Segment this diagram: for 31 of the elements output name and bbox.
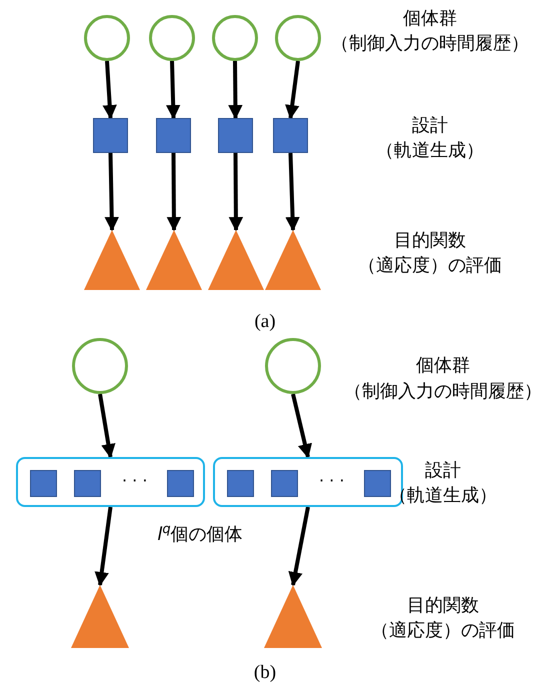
annotation-text: （制御入力の時間履歴） [344,381,542,403]
arrow [166,152,182,232]
arrow [288,506,310,586]
annotation-text: 設計 [425,460,461,482]
annotation-text: （軌道生成） [376,140,484,162]
arrow [291,394,312,458]
arrow [228,60,243,120]
arrow [166,60,180,120]
arrow [285,152,300,232]
annotation-text: l$^{q}$個の個体 [157,522,243,546]
annotation-text: （軌道生成） [389,485,497,507]
arrow [98,394,116,458]
annotation-text: 目的関数 [407,595,479,617]
annotation-text: （制御入力の時間履歴） [331,33,529,55]
annotation-text: 目的関数 [394,230,466,252]
annotation-text: （適応度）の評価 [371,620,515,642]
ellipsis-text: · · · [319,473,344,489]
arrow [102,60,117,120]
ellipsis-text: · · · [122,473,148,489]
arrow [94,506,112,586]
annotation-text: （適応度）の評価 [358,255,502,277]
panel-caption: (b) [254,662,276,685]
panel-caption: (a) [254,311,276,334]
arrow [228,152,244,232]
annotation-text: 設計 [412,115,448,137]
annotation-text: 個体群 [403,8,457,30]
annotation-text: 個体群 [416,355,470,377]
arrow [104,152,119,232]
arrow [285,60,300,120]
individual-group-box [213,457,403,507]
individual-group-box [16,457,205,507]
